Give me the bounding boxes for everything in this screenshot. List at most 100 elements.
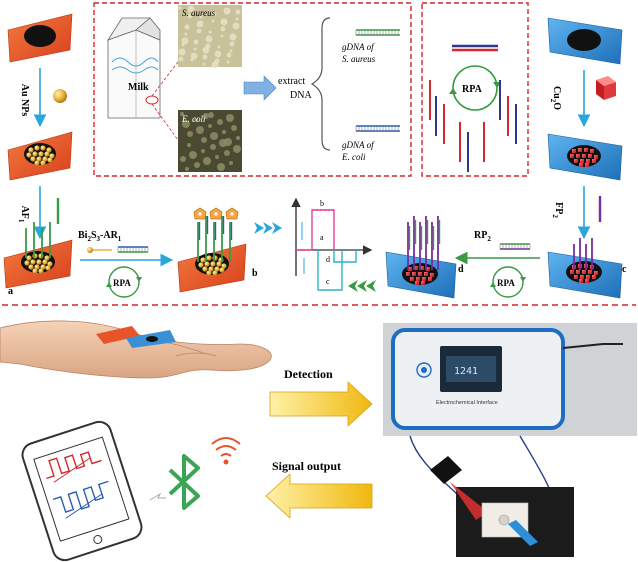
au-np — [47, 261, 53, 267]
cell — [187, 13, 193, 19]
cu2o-cube — [588, 154, 592, 158]
cu2o-cube — [412, 272, 416, 276]
signal-label-b: b — [320, 199, 324, 208]
gdna-e-coli: gDNA of E. coli — [341, 125, 400, 162]
gdna-of-label-2: gDNA of — [342, 140, 375, 150]
cu2o-cube — [579, 279, 583, 283]
au-np — [44, 255, 50, 261]
electrochemical-device: 1241 Electrochemical Interface — [383, 323, 637, 436]
cu2o-cube — [430, 273, 434, 277]
chevrons-right-icon — [254, 222, 282, 234]
cu2o-cube — [580, 159, 584, 163]
clip-icon — [430, 456, 462, 484]
cell — [190, 52, 198, 60]
cell — [194, 162, 200, 168]
signal-label-d: d — [326, 255, 330, 264]
sensor-setup — [409, 435, 574, 557]
cell — [226, 52, 232, 58]
signal-label-a: a — [320, 233, 324, 242]
cu2o-cube — [580, 275, 584, 279]
au-np — [200, 257, 206, 263]
cu2o-cube — [421, 281, 425, 285]
cell — [178, 56, 184, 62]
step-d-label: d — [458, 264, 464, 275]
cell — [217, 45, 221, 49]
blue-chip-cu2o — [547, 133, 623, 181]
cell — [184, 24, 190, 30]
cell — [193, 39, 199, 45]
au-np — [26, 152, 32, 158]
cell — [229, 33, 237, 41]
cu2o-cube — [406, 272, 410, 276]
cu2o-label: Cu2O — [549, 86, 562, 110]
au-np — [26, 255, 32, 261]
brace — [310, 17, 331, 151]
cell — [226, 114, 234, 122]
blue-clip-icon — [508, 520, 538, 546]
cell — [199, 15, 203, 19]
cell — [236, 136, 240, 140]
cell — [223, 7, 231, 15]
cu2o-cube — [588, 270, 592, 274]
cu2o-cube — [410, 277, 414, 281]
cu2o-cube — [590, 149, 594, 153]
cu2o-cube — [422, 277, 426, 281]
au-np — [210, 261, 216, 267]
bluetooth-icon — [149, 454, 200, 510]
rpa-label-right: RPA — [497, 278, 515, 288]
cell — [203, 157, 211, 165]
dna-label: DNA — [290, 90, 312, 101]
cu2o-cube — [576, 154, 580, 158]
cell — [211, 61, 219, 69]
au-np — [42, 156, 48, 162]
cell — [235, 9, 241, 15]
au-np — [198, 262, 204, 268]
s-aureus-micrograph: S. aureus — [178, 5, 242, 69]
au-np — [202, 266, 208, 272]
cu2o-cube — [428, 277, 432, 281]
au-np — [216, 261, 222, 267]
cell — [214, 50, 222, 58]
signal-output-label: Signal output — [272, 459, 341, 473]
cu2o-step: Cu2O — [549, 70, 616, 128]
cell — [196, 20, 204, 28]
au-np — [38, 268, 44, 274]
cell — [224, 150, 230, 156]
cu2o-cube — [586, 275, 590, 279]
cell — [190, 58, 194, 62]
cell — [211, 19, 215, 23]
cu2o-cube — [592, 275, 596, 279]
step-a-label: a — [8, 286, 13, 297]
cu2o-cube — [570, 154, 574, 158]
bi2s3-ar1-step: Bi2S3-AR1 RPA — [78, 230, 174, 298]
au-np — [36, 156, 42, 162]
signal-diagram: b a d c — [291, 197, 373, 291]
cu2o-cube-icon — [596, 76, 616, 100]
cu2o-cube — [424, 272, 428, 276]
cell — [233, 145, 241, 153]
chip-b: b — [177, 207, 258, 293]
rpa-label-top: RPA — [462, 84, 483, 95]
au-np — [47, 157, 53, 163]
cell — [182, 120, 190, 128]
cell — [217, 163, 225, 171]
cell — [229, 41, 235, 47]
hand-illustration — [0, 320, 272, 379]
au-np — [34, 160, 40, 166]
cu2o-cube — [414, 266, 418, 270]
rpa-label-left: RPA — [113, 278, 131, 288]
rp2-step: RP2 RPA — [454, 230, 540, 298]
chip-c: c — [547, 238, 627, 299]
cell — [202, 46, 210, 54]
cell — [226, 60, 230, 64]
cell — [181, 43, 185, 47]
cu2o-cube — [426, 267, 430, 271]
cu2o-cube — [585, 163, 589, 167]
signal-label-c: c — [326, 277, 330, 286]
au-np — [40, 160, 46, 166]
cell — [211, 11, 217, 17]
milk-label: Milk — [128, 82, 149, 93]
cell — [210, 132, 218, 140]
step-b-label: b — [252, 268, 258, 279]
